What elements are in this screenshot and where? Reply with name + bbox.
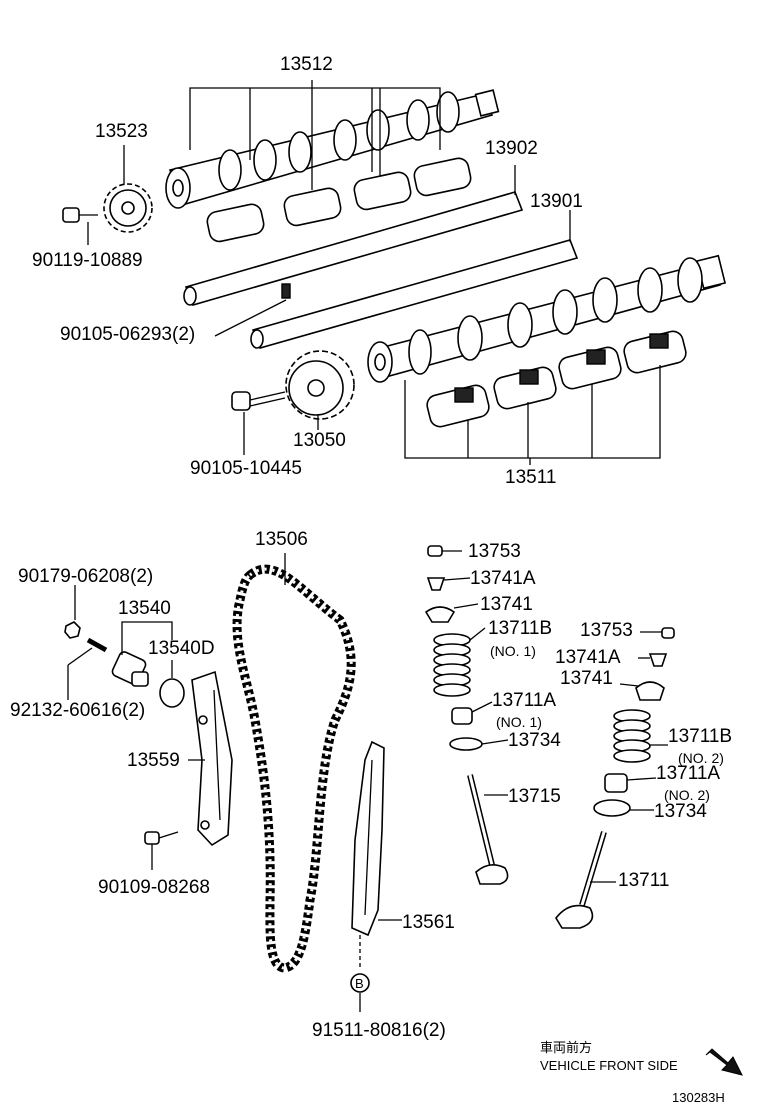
label-13559: 13559 <box>127 750 180 771</box>
label-13540d: 13540D <box>148 638 215 659</box>
bolt-90119 <box>62 207 98 245</box>
label-13753-left: 13753 <box>468 541 521 562</box>
label-13540: 13540 <box>118 598 171 619</box>
label-no2-b: (NO. 2) <box>664 787 710 803</box>
label-13741-right: 13741 <box>560 668 613 689</box>
label-13734-left: 13734 <box>508 730 561 751</box>
leader-13512 <box>189 80 441 190</box>
label-13512: 13512 <box>280 54 333 75</box>
label-90119: 90119-10889 <box>32 250 143 271</box>
valve-13711 <box>555 831 607 929</box>
label-90105-10445: 90105-10445 <box>190 458 302 479</box>
label-13506: 13506 <box>255 529 308 550</box>
label-92132: 92132-60616(2) <box>10 700 145 721</box>
label-no2-a: (NO. 2) <box>678 750 724 766</box>
label-13050: 13050 <box>293 430 346 451</box>
rocker-shaft-13901 <box>250 210 579 349</box>
label-13711b-right: 13711B <box>668 726 732 747</box>
direction-en: VEHICLE FRONT SIDE <box>540 1058 678 1073</box>
valve-13715 <box>467 774 509 885</box>
label-13715: 13715 <box>508 786 561 807</box>
label-13511: 13511 <box>505 467 556 488</box>
label-13901: 13901 <box>530 191 583 212</box>
label-no1-b: (NO. 1) <box>496 714 542 730</box>
stud-92132 <box>67 637 108 700</box>
oring-13540d <box>159 660 185 708</box>
timing-chain-13506 <box>232 553 356 973</box>
damper-13561 <box>351 740 402 968</box>
spring-13711b-no2 <box>613 709 651 763</box>
label-13561: 13561 <box>402 912 455 933</box>
label-13753-right: 13753 <box>580 620 633 641</box>
front-arrow-icon <box>705 1048 743 1076</box>
direction-jp: 車両前方 <box>540 1040 592 1055</box>
camshaft-13512 <box>165 89 500 209</box>
valve-parts-left <box>424 545 509 885</box>
label-13711b-left: 13711B <box>488 618 552 639</box>
label-90179: 90179-06208(2) <box>18 566 153 587</box>
label-13741a-right: 13741A <box>555 647 621 668</box>
screw-90105-06293 <box>214 283 291 337</box>
label-13741a-left: 13741A <box>470 568 536 589</box>
sprocket-13523 <box>103 145 153 233</box>
bolt-90109 <box>144 831 179 870</box>
vvt-gear-13050 <box>285 350 355 430</box>
valve-parts-right <box>555 627 675 929</box>
label-90109: 90109-08268 <box>98 877 210 898</box>
label-13523: 13523 <box>95 121 148 142</box>
rocker-arms-upper <box>206 157 472 243</box>
label-no1-a: (NO. 1) <box>490 643 536 659</box>
label-90105-06293: 90105-06293(2) <box>60 324 195 345</box>
label-13711a-right: 13711A <box>656 763 720 784</box>
marker-b-letter: B <box>355 976 364 991</box>
bolt-90105-10445 <box>231 391 286 455</box>
label-13734-right: 13734 <box>654 801 707 822</box>
label-13902: 13902 <box>485 138 538 159</box>
chain-guide-13559 <box>188 670 233 847</box>
tensioner-13540 <box>111 621 173 687</box>
figure-code: 130283H <box>672 1090 725 1105</box>
nut-90179 <box>64 585 81 639</box>
rocker-arms-lower <box>426 330 687 428</box>
label-13711: 13711 <box>618 870 669 891</box>
camshaft-13511 <box>367 254 727 383</box>
label-91511: 91511-80816(2) <box>312 1020 446 1041</box>
leader-13511 <box>404 365 661 465</box>
rocker-shaft-13902 <box>183 165 524 306</box>
label-13741-left: 13741 <box>480 594 533 615</box>
spring-13711b-no1 <box>433 633 471 697</box>
label-13711a-left: 13711A <box>492 690 556 711</box>
marker-b: B <box>350 973 370 1012</box>
